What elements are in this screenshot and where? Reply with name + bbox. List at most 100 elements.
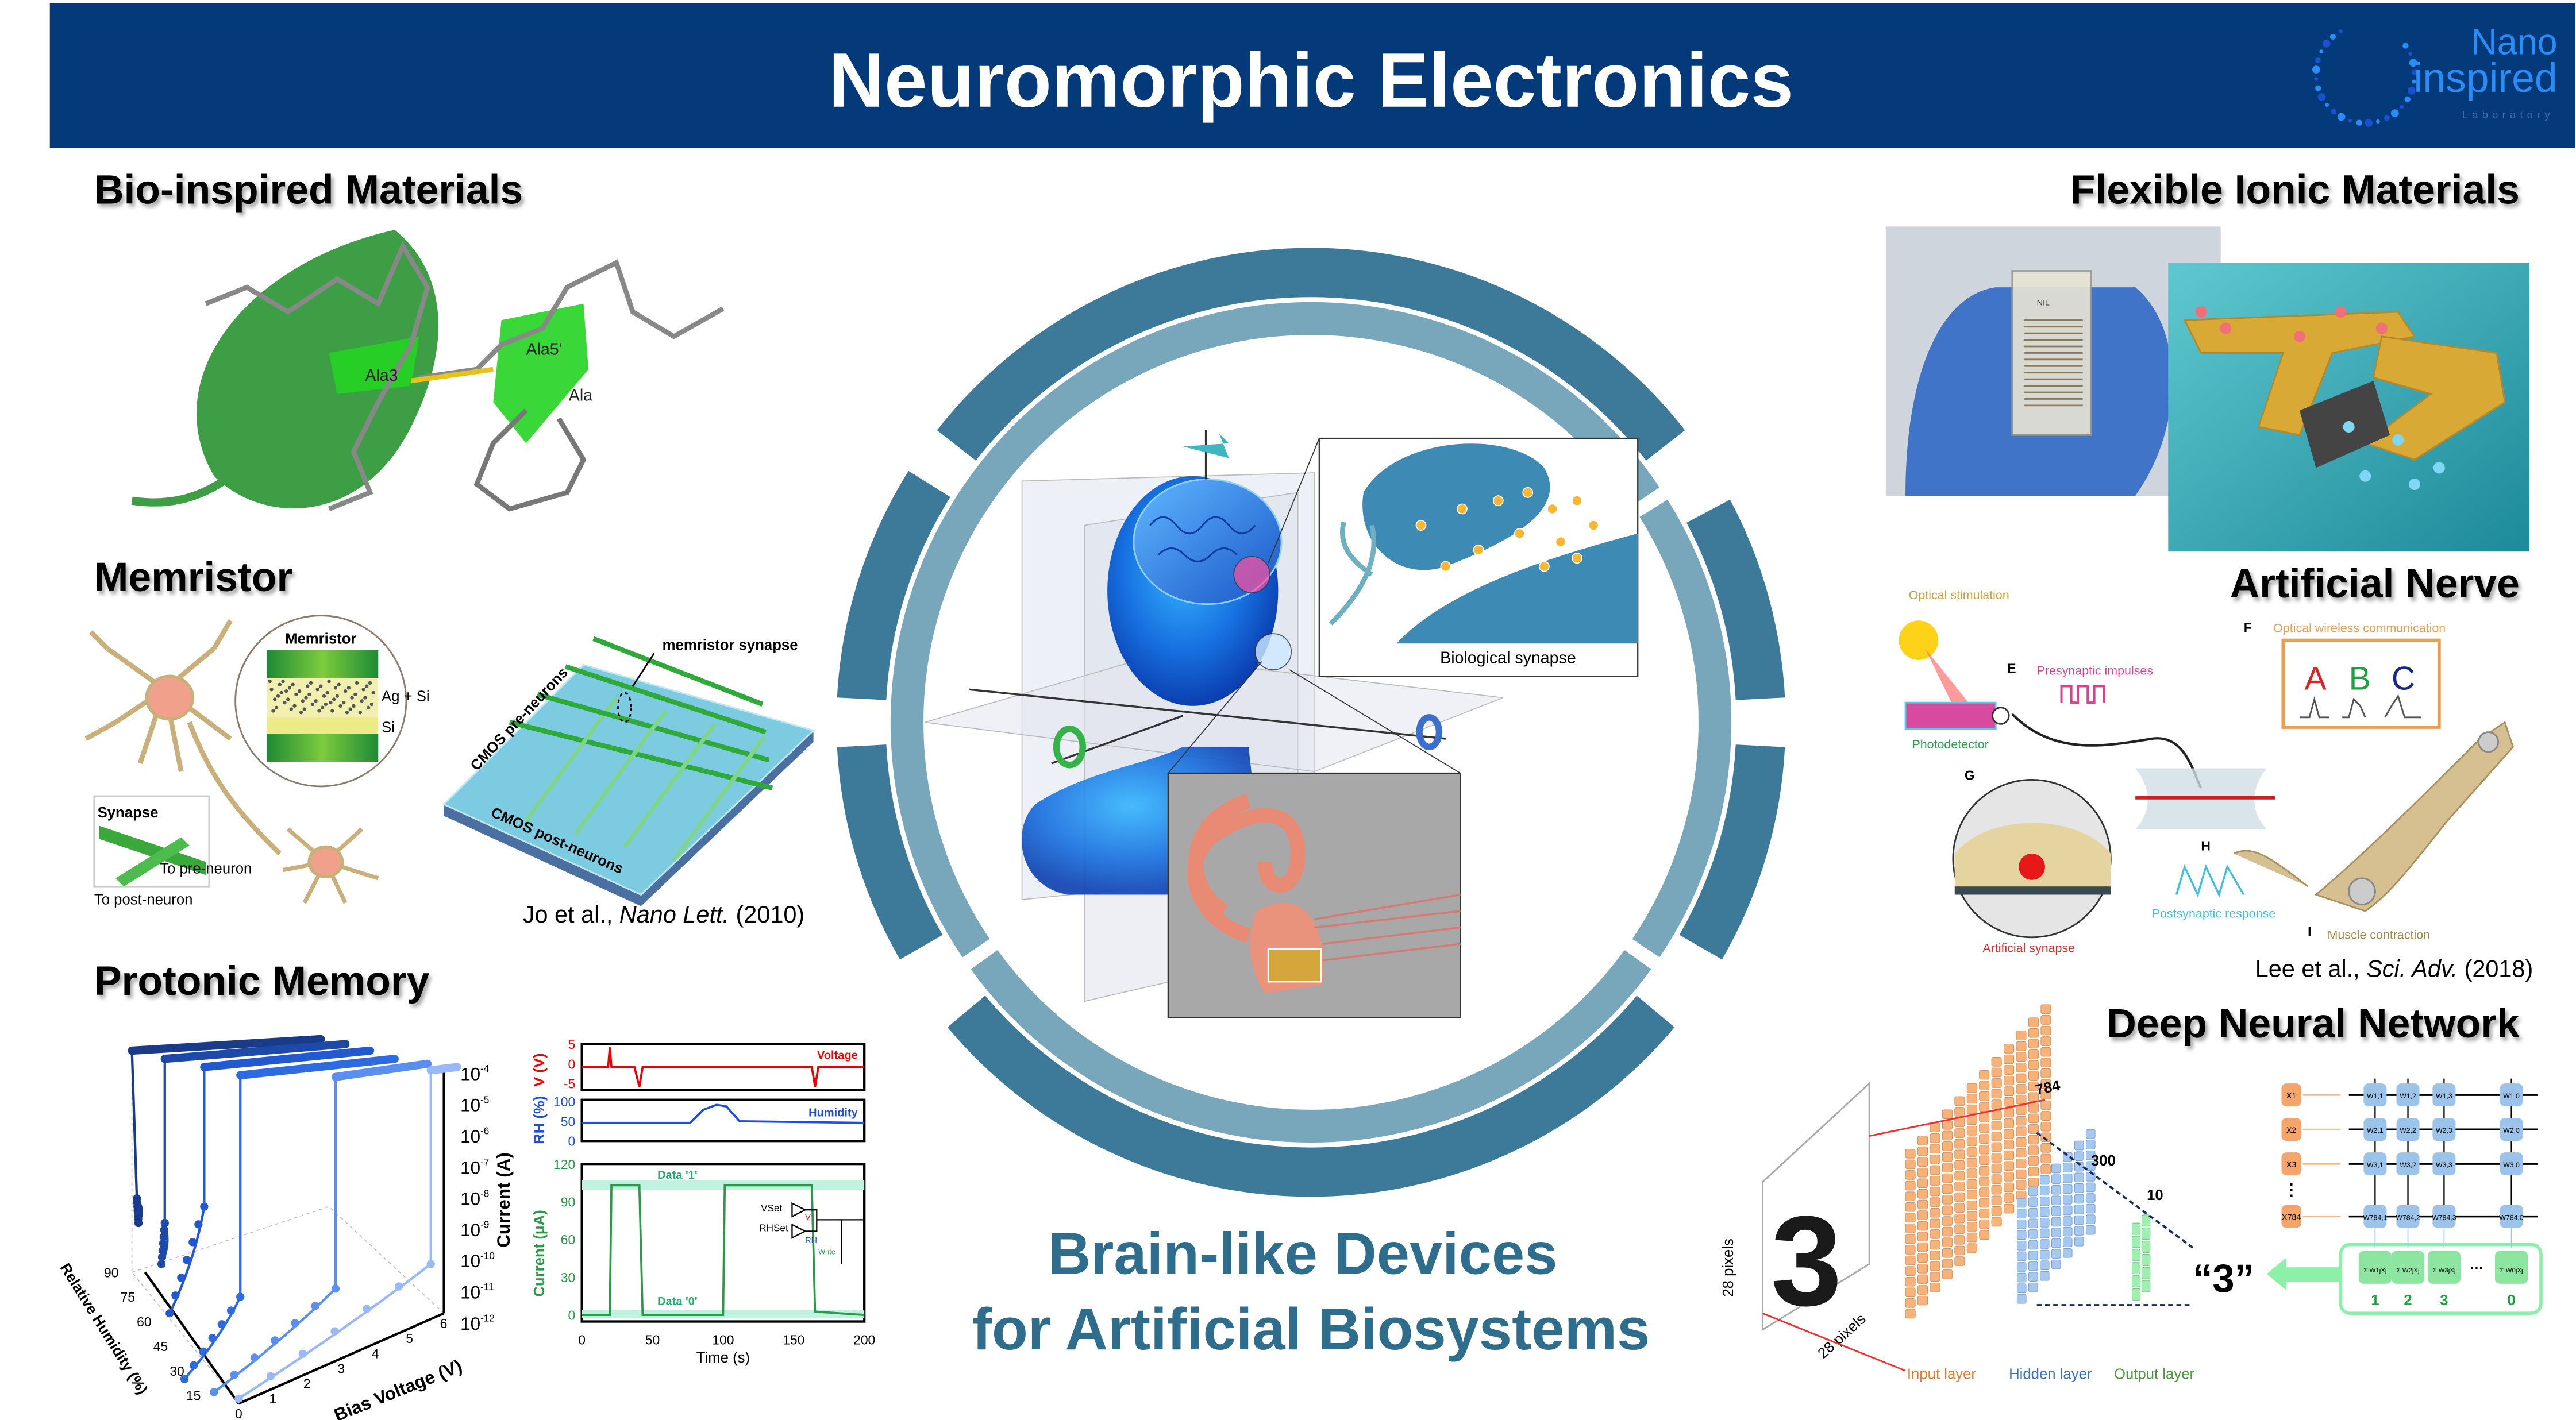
humidity-tick-label: 45: [153, 1339, 168, 1354]
input-neuron: [1942, 1141, 1953, 1151]
output-neuron: [2142, 1214, 2151, 1227]
iv-curve-on-state: [236, 1055, 399, 1080]
hidden-neuron: [2074, 1151, 2084, 1161]
output-count: 10: [2147, 1187, 2163, 1203]
axis-x: [969, 688, 1446, 740]
top-electrode: [509, 720, 773, 790]
input-neuron: [2016, 1094, 2027, 1105]
letter-c: C: [2392, 660, 2415, 697]
input-neuron: [1979, 1176, 1990, 1187]
input-neuron: [1905, 1245, 1916, 1255]
section-title-dnn: Deep Neural Network: [2107, 1001, 2520, 1047]
input-neuron: [2004, 1097, 2015, 1107]
current-tick: 120: [553, 1157, 575, 1172]
output-neuron: [2142, 1280, 2151, 1292]
input-neuron: [2016, 1084, 2027, 1094]
ag-particle: [355, 681, 359, 685]
humidity-tick-label: 75: [121, 1290, 135, 1305]
nerve-fibers: [1314, 893, 1461, 962]
input-neuron: [1979, 1198, 1990, 1208]
ag-particle: [315, 688, 319, 692]
hidden-neuron: [2085, 1225, 2096, 1235]
ear-highlight: [1254, 633, 1292, 670]
input-neuron: [2028, 1135, 2039, 1145]
circuit-inset: VSet RHSet V RH Write: [759, 1202, 865, 1264]
synapse-bar-bottom: [115, 837, 190, 887]
iv-data-point: [266, 1372, 275, 1380]
input-neuron: [1966, 1179, 1977, 1189]
section-title-flexible: Flexible Ionic Materials: [2070, 167, 2520, 213]
vesicle: [1514, 528, 1525, 539]
input-neuron: [1991, 1163, 2002, 1174]
weight-label: W3,1: [2367, 1161, 2384, 1169]
hidden-neuron: [2039, 1271, 2050, 1281]
input-neuron: [1991, 1110, 2002, 1120]
vesicle: [1547, 503, 1558, 515]
input-neuron: [1942, 1216, 1953, 1226]
input-neuron: [2004, 1086, 2015, 1097]
hidden-neuron: [2051, 1206, 2061, 1216]
center-title-line2: for Artificial Biosystems: [972, 1296, 1650, 1362]
hidden-neuron: [2039, 1228, 2050, 1238]
panel-e-label: E: [2007, 661, 2016, 676]
input-neuron: [1942, 1152, 1953, 1162]
ring-arc-inner: [890, 715, 990, 958]
input-neuron: [2028, 1017, 2039, 1027]
input-neuron: [1991, 1056, 2002, 1067]
cycle-ring: [837, 248, 1785, 1197]
weight-label: W784,0: [2499, 1213, 2523, 1221]
arm-joint: [2477, 731, 2500, 753]
ag-particle: [365, 684, 369, 688]
logo-dot: [2384, 115, 2390, 121]
ion: [2359, 470, 2371, 482]
postsynaptic-label: Postsynaptic response: [2152, 907, 2276, 921]
voltage-tick: 5: [568, 1037, 575, 1052]
weight-label: W3,0: [2503, 1161, 2520, 1169]
hidden-neuron: [2028, 1218, 2038, 1229]
input-neuron: [1917, 1199, 1928, 1210]
input-neuron: [1942, 1173, 1953, 1183]
weight-label: W784,1: [2363, 1213, 2387, 1221]
flexible-figure: NIL: [1885, 226, 2529, 552]
input-neuron: [1966, 1104, 1977, 1114]
rh-tick: 0: [568, 1134, 575, 1149]
input-neuron: [2040, 1153, 2051, 1164]
input-neuron: [2016, 1137, 2027, 1147]
ag-particle: [335, 694, 339, 698]
ag-particle: [284, 689, 288, 693]
input-neuron: [1917, 1136, 1928, 1145]
hidden-neuron: [2062, 1195, 2073, 1205]
hidden-neuron: [2074, 1194, 2084, 1204]
logo-dot: [2411, 69, 2418, 75]
logo-dot: [2348, 118, 2352, 123]
hidden-neuron: [2051, 1259, 2061, 1269]
data1-band: [582, 1180, 865, 1190]
input-neuron: [1954, 1235, 1965, 1245]
iv-data-point: [311, 1302, 319, 1310]
input-neuron: [1991, 1067, 2002, 1078]
sum-node: [2358, 1251, 2392, 1284]
ring-arc-inner: [971, 950, 1651, 1143]
hidden-neuron: [2062, 1173, 2073, 1183]
input-neuron: [1930, 1282, 1940, 1292]
network-layers: [1905, 1004, 2151, 1319]
input-neuron: [1917, 1167, 1928, 1178]
input-neuron: [1954, 1182, 1965, 1191]
photodetector-label: Photodetector: [1912, 738, 1988, 751]
input-neuron: [2016, 1148, 2027, 1158]
logo-text-nano: Nano: [2471, 22, 2557, 62]
ag-particle: [338, 704, 342, 708]
input-neuron: [1979, 1091, 1990, 1101]
vesicle: [1572, 495, 1582, 507]
ag-particle: [330, 709, 334, 713]
weight-label: W3,3: [2436, 1161, 2452, 1169]
input-node: [2281, 1083, 2301, 1107]
input-neuron: [2040, 1164, 2051, 1174]
ion: [2220, 322, 2232, 334]
input-neuron: [1942, 1184, 1953, 1194]
section-title-memristor: Memristor: [94, 554, 292, 600]
ring-arc-outer: [1686, 499, 1785, 700]
current-tick: 90: [561, 1194, 575, 1209]
input-neuron: [2016, 1041, 2027, 1051]
input-neuron: [2040, 1090, 2051, 1099]
